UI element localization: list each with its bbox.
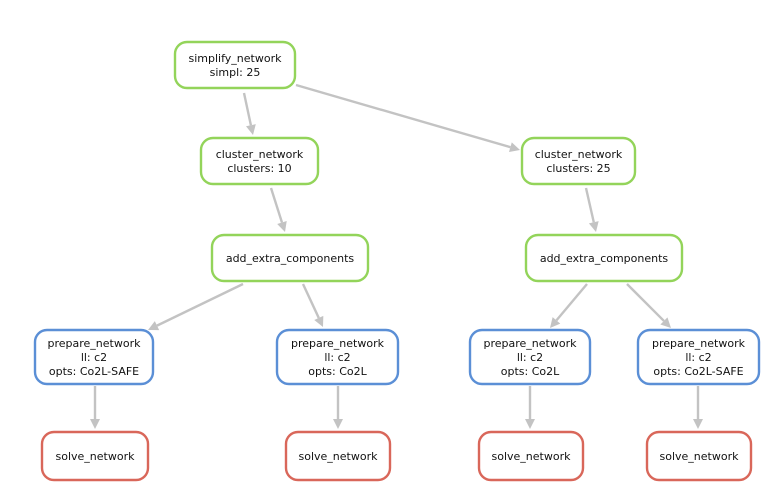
edge-extra10-prep2: [301, 283, 324, 327]
node-wildcard-label: ll: c2: [324, 351, 350, 364]
node-rule-label: simplify_network: [189, 52, 283, 65]
node-extra25[interactable]: add_extra_components: [524, 233, 684, 283]
node-wildcard-label: ll: c2: [685, 351, 711, 364]
node-box: [468, 328, 592, 386]
node-rule-label: cluster_network: [216, 148, 304, 161]
edge-prep2-solve2: [333, 386, 343, 429]
node-box: [275, 328, 400, 386]
node-rule-label: prepare_network: [48, 337, 142, 350]
node-wildcard-label: simpl: 25: [210, 66, 261, 79]
node-box: [645, 430, 753, 482]
node-box: [33, 328, 155, 386]
edge-line: [301, 283, 320, 319]
node-box: [520, 136, 637, 186]
node-solve3[interactable]: solve_network: [477, 430, 585, 482]
arrowhead-icon: [277, 220, 287, 232]
arrowhead-icon: [693, 419, 703, 429]
node-wildcard-label: opts: Co2L: [308, 365, 367, 378]
node-rule-label: cluster_network: [535, 148, 623, 161]
edge-prep3-solve3: [525, 386, 535, 429]
node-extra10[interactable]: add_extra_components: [210, 233, 370, 283]
edges-layer: [90, 83, 703, 429]
node-box: [199, 136, 320, 186]
node-box: [524, 233, 684, 283]
edge-line: [156, 282, 244, 327]
edge-extra25-prep3: [550, 283, 588, 328]
edge-prep4-solve4: [693, 386, 703, 429]
node-wildcard-label: clusters: 25: [546, 162, 610, 175]
node-solve4[interactable]: solve_network: [645, 430, 753, 482]
node-solve1[interactable]: solve_network: [40, 430, 150, 482]
arrowhead-icon: [509, 142, 520, 153]
node-rule-label: solve_network: [299, 450, 379, 463]
node-rule-label: prepare_network: [484, 337, 578, 350]
node-rule-label: prepare_network: [291, 337, 385, 350]
edge-extra10-prep1: [148, 282, 244, 331]
node-rule-label: solve_network: [56, 450, 136, 463]
edge-line: [295, 83, 511, 149]
arrowhead-icon: [314, 315, 324, 327]
node-wildcard-label: clusters: 10: [227, 162, 291, 175]
node-wildcard-label: ll: c2: [517, 351, 543, 364]
node-rule-label: prepare_network: [652, 337, 746, 350]
node-box: [173, 40, 297, 90]
arrowhead-icon: [246, 124, 256, 135]
node-rule-label: solve_network: [492, 450, 572, 463]
node-wildcard-label: opts: Co2L-SAFE: [49, 365, 139, 378]
node-solve2[interactable]: solve_network: [284, 430, 392, 482]
edge-line: [555, 283, 588, 322]
node-wildcard-label: ll: c2: [81, 351, 107, 364]
edge-simplify-cluster25: [295, 83, 520, 153]
edge-line: [626, 283, 665, 322]
arrowhead-icon: [588, 221, 599, 232]
edge-line: [584, 187, 595, 223]
arrowhead-icon: [333, 419, 343, 429]
node-rule-label: solve_network: [660, 450, 740, 463]
edge-cluster25-extra25: [584, 187, 599, 232]
node-box: [284, 430, 392, 482]
node-wildcard-label: opts: Co2L: [501, 365, 560, 378]
node-box: [477, 430, 585, 482]
edge-line: [242, 92, 253, 126]
node-rule-label: add_extra_components: [226, 252, 355, 265]
node-box: [210, 233, 370, 283]
node-wildcard-label: opts: Co2L-SAFE: [653, 365, 743, 378]
node-box: [636, 328, 761, 386]
arrowhead-icon: [90, 419, 100, 429]
arrowhead-icon: [660, 317, 671, 328]
edge-simplify-cluster10: [242, 92, 256, 135]
edge-cluster10-extra10: [269, 187, 287, 232]
arrowhead-icon: [148, 321, 160, 331]
arrowhead-icon: [525, 419, 535, 429]
node-box: [40, 430, 150, 482]
edge-prep1-solve1: [90, 386, 100, 429]
edge-extra25-prep4: [626, 283, 671, 328]
arrowhead-icon: [550, 317, 561, 328]
edge-line: [269, 187, 284, 223]
node-rule-label: add_extra_components: [540, 252, 669, 265]
